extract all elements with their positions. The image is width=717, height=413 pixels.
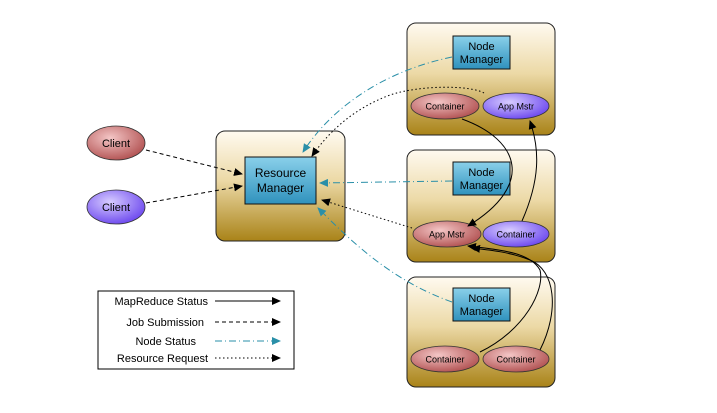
oval-label: App Mstr bbox=[498, 102, 534, 112]
job-submission-arrow-2 bbox=[145, 183, 243, 204]
node-manager-2-label-2: Manager bbox=[460, 180, 504, 192]
client-label: Client bbox=[102, 138, 130, 150]
oval-label: Container bbox=[496, 230, 535, 240]
node-manager-1 bbox=[452, 35, 511, 70]
legend-label: Job Submission bbox=[126, 317, 204, 329]
node-manager-3 bbox=[452, 287, 511, 322]
resource-manager-box: Resource Manager bbox=[215, 130, 346, 242]
node-box-2: Node Manager App Mstr Container bbox=[406, 149, 556, 263]
legend-label: MapReduce Status bbox=[114, 296, 208, 308]
node-status-arrow-3 bbox=[317, 207, 453, 303]
oval-label: App Mstr bbox=[429, 230, 465, 240]
mapreduce-status-arrow-1 bbox=[461, 118, 513, 227]
client-label: Client bbox=[102, 202, 130, 214]
oval-label: Container bbox=[425, 355, 464, 365]
app-master-oval bbox=[412, 220, 482, 248]
node-box-3: Node Manager Container Container bbox=[406, 276, 556, 388]
container-oval bbox=[410, 345, 480, 373]
job-submission-arrow-1 bbox=[145, 149, 243, 176]
resource-manager bbox=[244, 156, 317, 205]
node-status-arrow-2 bbox=[319, 178, 453, 187]
node-manager-3-label-2: Manager bbox=[460, 306, 504, 318]
app-master-oval bbox=[482, 92, 550, 120]
node-manager-2-label-1: Node bbox=[468, 167, 494, 179]
node-box-1: Node Manager Container App Mstr bbox=[406, 22, 556, 136]
client-2: Client bbox=[86, 189, 146, 225]
mapreduce-status-arrow-3 bbox=[467, 243, 542, 353]
node-manager-3-label-1: Node bbox=[468, 293, 494, 305]
mapreduce-status-arrow-4 bbox=[471, 244, 553, 351]
client-1: Client bbox=[86, 125, 146, 161]
oval-label: Container bbox=[425, 102, 464, 112]
node-manager-1-label-1: Node bbox=[468, 41, 494, 53]
container-oval bbox=[410, 92, 480, 120]
mapreduce-status-arrow-2 bbox=[521, 120, 538, 222]
container-oval bbox=[482, 345, 550, 373]
container-oval bbox=[482, 220, 550, 248]
resource-request-arrow-1 bbox=[311, 86, 485, 157]
node-manager-1-label-2: Manager bbox=[460, 54, 504, 66]
node-status-arrow-1 bbox=[302, 56, 453, 153]
node-manager-2 bbox=[452, 161, 511, 196]
resource-manager-label-2: Manager bbox=[257, 181, 304, 195]
oval-label: Container bbox=[496, 355, 535, 365]
legend-label: Node Status bbox=[135, 336, 196, 348]
resource-manager-label-1: Resource bbox=[255, 166, 307, 180]
legend: MapReduce Status Job Submission Node Sta… bbox=[97, 290, 295, 370]
legend-label: Resource Request bbox=[117, 353, 208, 365]
